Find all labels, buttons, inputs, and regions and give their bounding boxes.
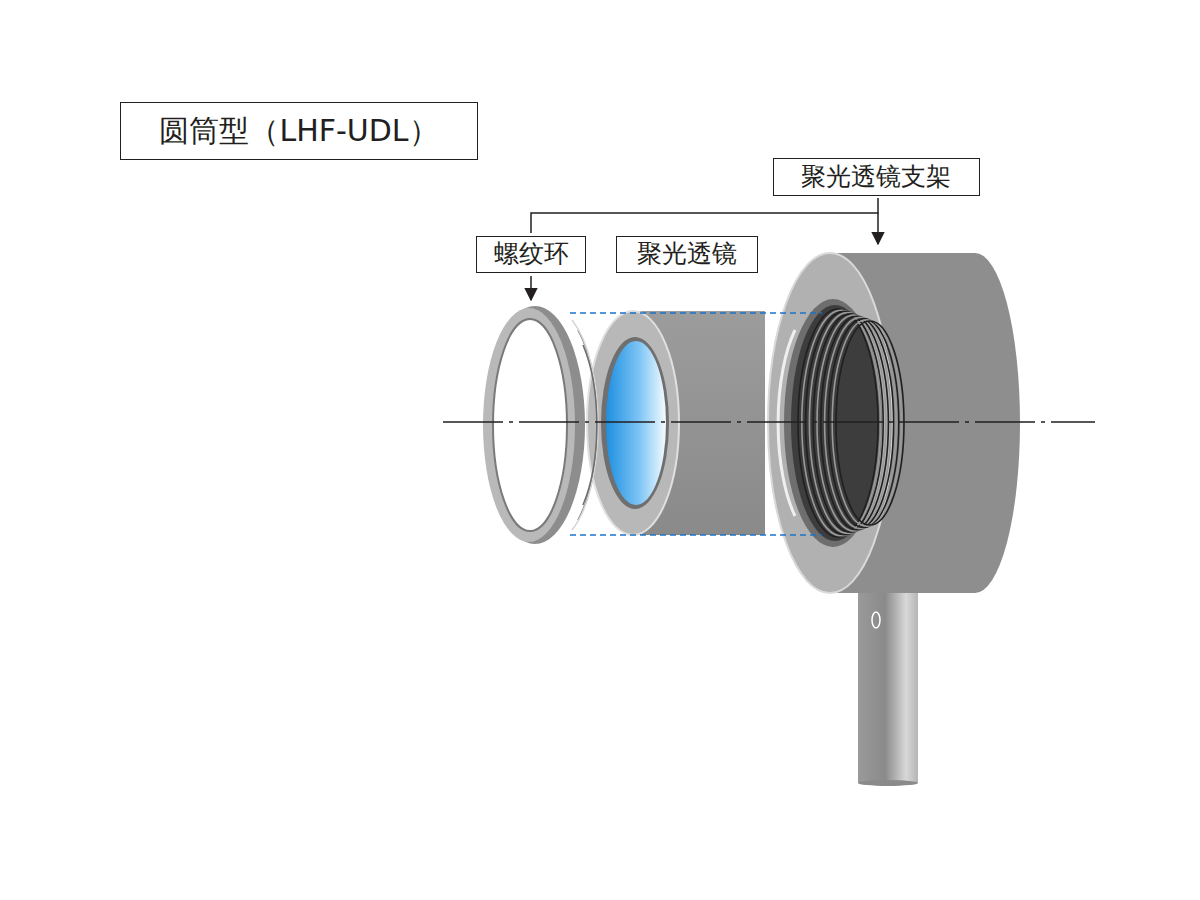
condenser-lens	[587, 311, 765, 535]
callout-label-box: 聚光透镜	[616, 236, 758, 273]
threaded-ring	[483, 306, 598, 544]
diagram-title: 圆筒型（LHF-UDL）	[159, 114, 438, 149]
alignment-guide	[570, 313, 822, 535]
mounting-post	[858, 585, 918, 786]
part-name: 聚光透镜	[637, 240, 737, 269]
lens-holder	[768, 253, 1020, 593]
optical-axis	[443, 421, 1095, 423]
callout-label-box: 聚光透镜支架	[773, 158, 980, 196]
part-name: 螺纹环	[494, 240, 569, 269]
part-name: 聚光透镜支架	[801, 163, 951, 192]
title-box: 圆筒型（LHF-UDL）	[120, 102, 478, 160]
callout-label-box: 螺纹环	[476, 236, 586, 273]
